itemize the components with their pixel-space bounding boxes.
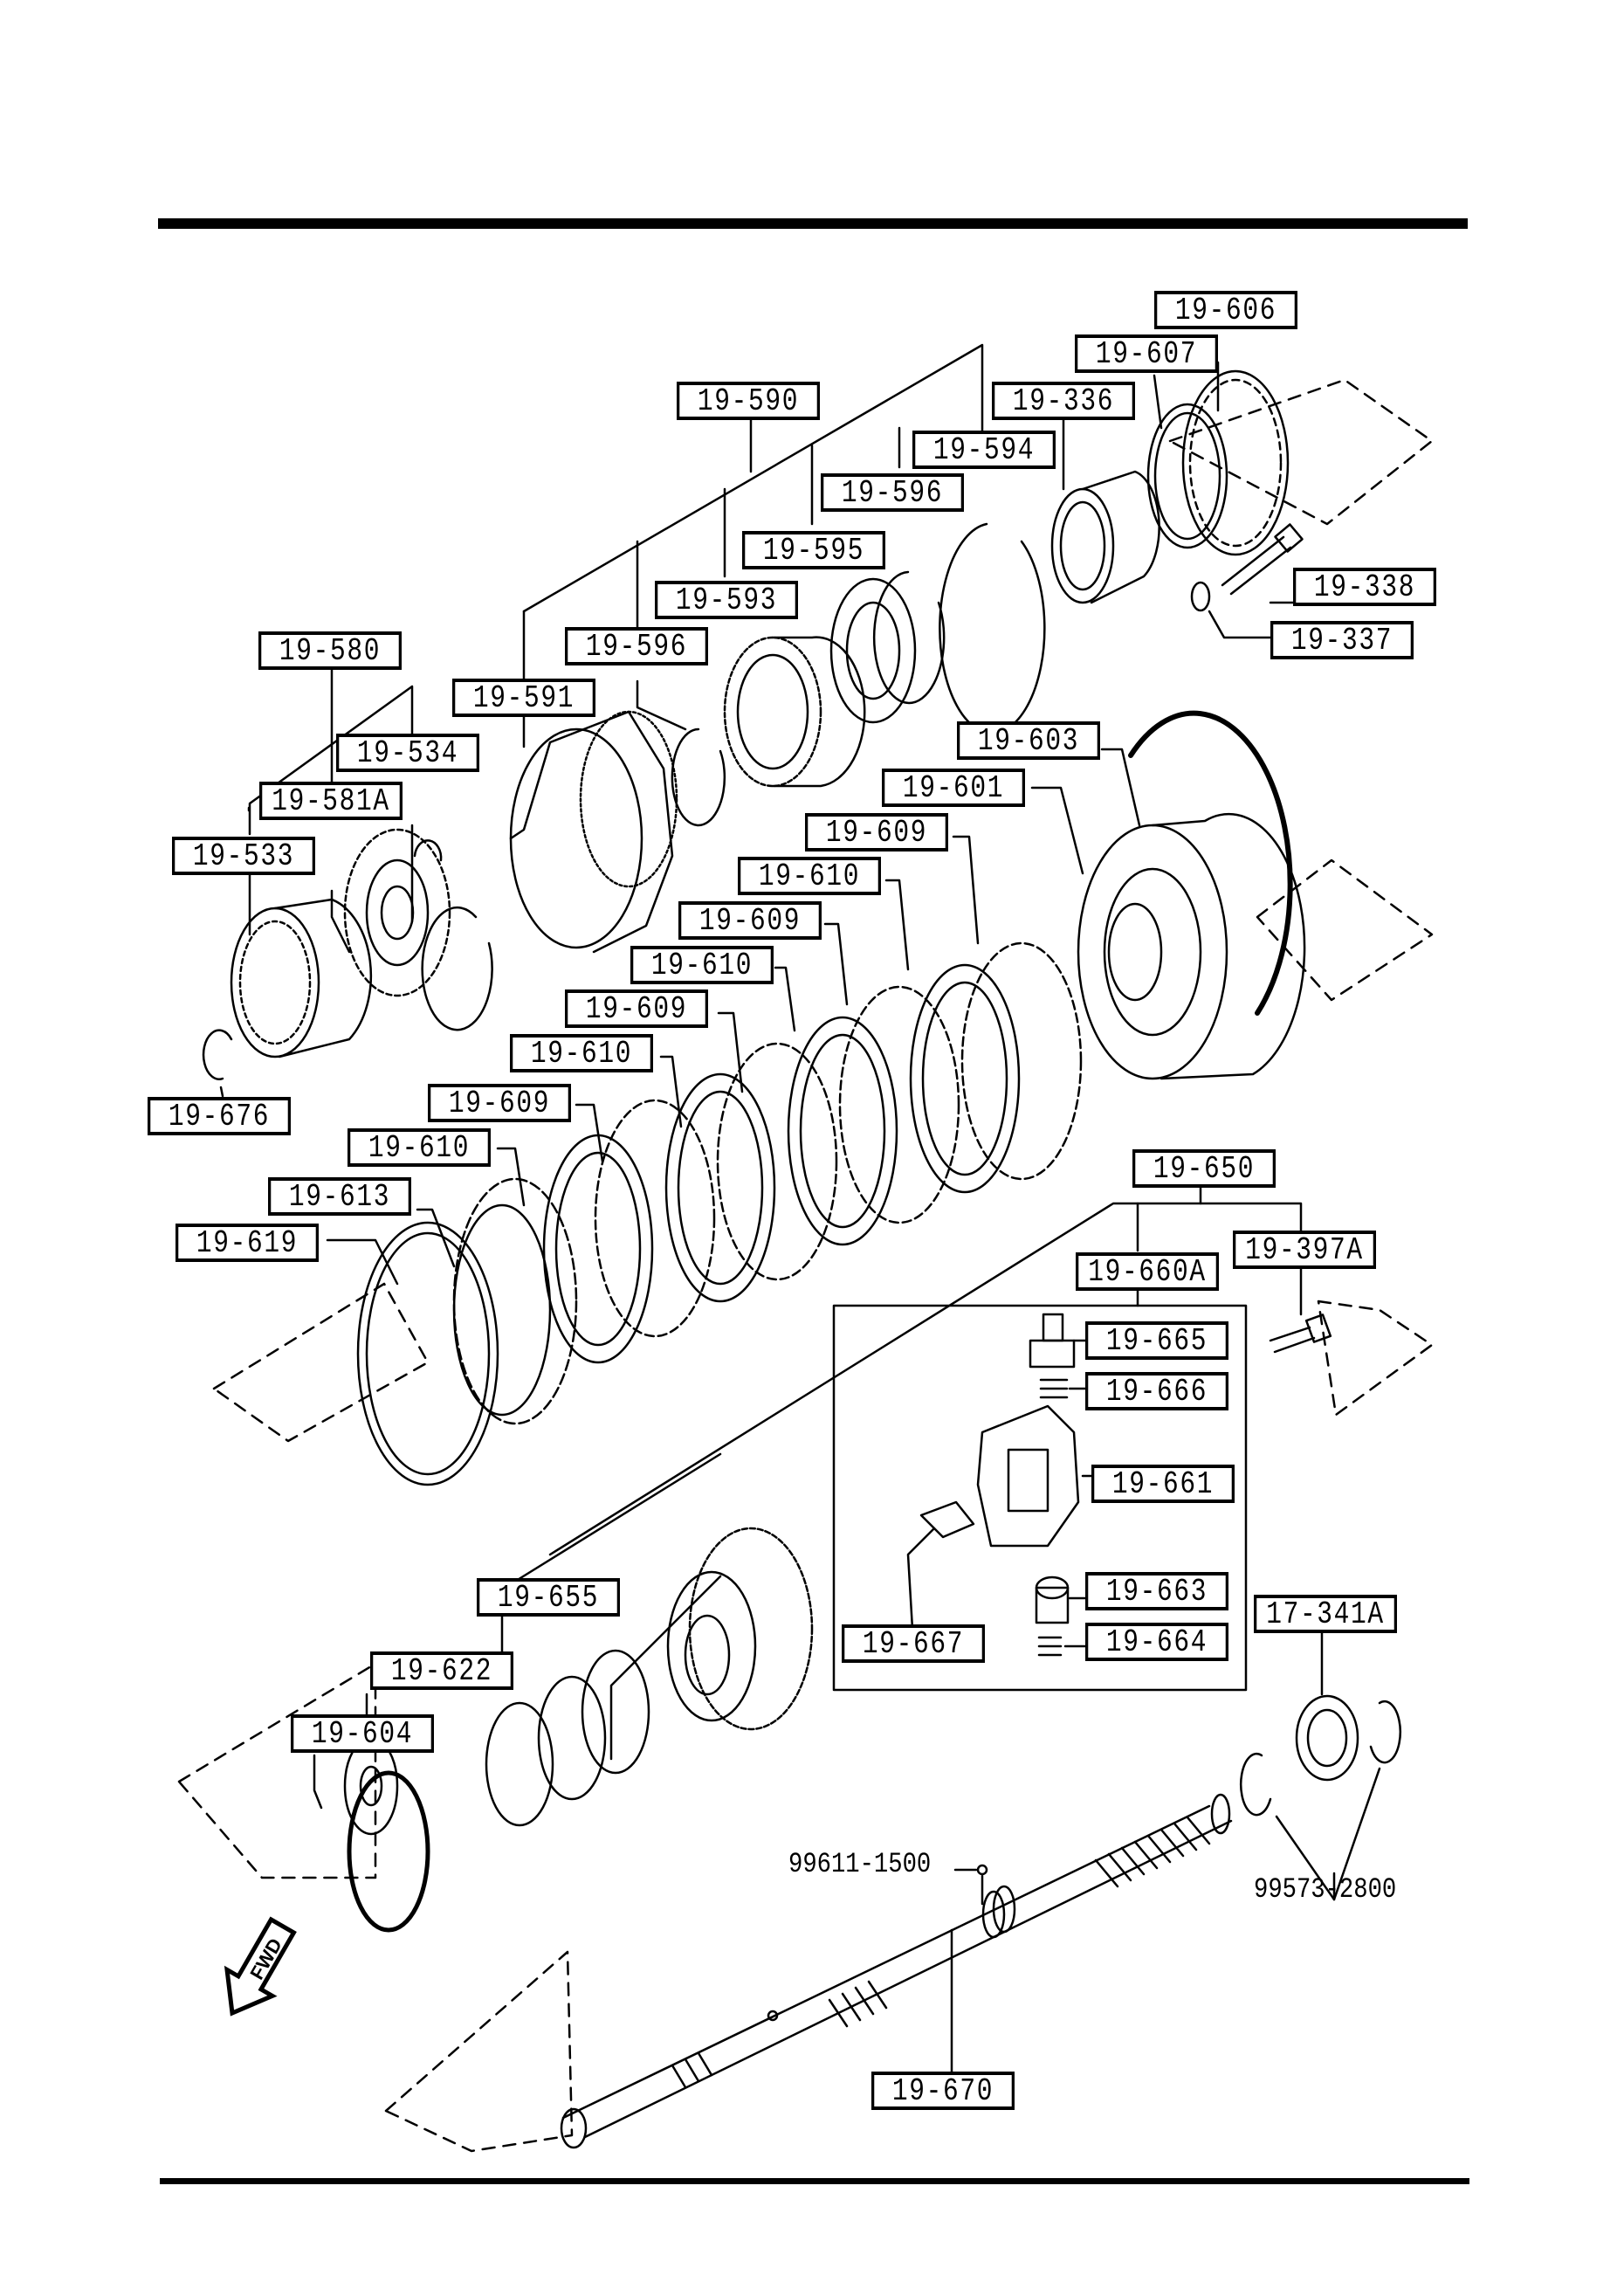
governor-assembly-19-661 xyxy=(919,1313,1080,1657)
part-label-19-606[interactable]: 19-606 xyxy=(1154,291,1297,329)
main-shaft-19-670 xyxy=(560,1793,1233,2149)
snap-ring-19-534 xyxy=(421,906,493,1031)
gear-19-655-assembly xyxy=(485,1527,814,1827)
part-label-19-603[interactable]: 19-603 xyxy=(957,721,1100,760)
part-label-19-622[interactable]: 19-622 xyxy=(370,1651,513,1690)
plate-19-609-d xyxy=(594,1099,716,1338)
part-label-19-663[interactable]: 19-663 xyxy=(1085,1572,1228,1610)
part-label-19-397a[interactable]: 19-397A xyxy=(1233,1231,1376,1269)
part-label-19-609[interactable]: 19-609 xyxy=(678,901,822,940)
seal-19-603 xyxy=(1128,710,1293,1016)
part-label-19-609[interactable]: 19-609 xyxy=(428,1084,571,1122)
ring-gear-19-533 xyxy=(230,898,373,1058)
part-label-19-661[interactable]: 19-661 xyxy=(1091,1465,1235,1503)
clip-19-676 xyxy=(202,1029,233,1080)
part-label-19-610[interactable]: 19-610 xyxy=(630,946,774,984)
part-label-19-676[interactable]: 19-676 xyxy=(148,1097,291,1135)
gear-19-581A xyxy=(343,828,451,997)
part-label-19-581a[interactable]: 19-581A xyxy=(259,782,403,820)
part-label-19-336[interactable]: 19-336 xyxy=(992,382,1135,420)
part-label-19-664[interactable]: 19-664 xyxy=(1085,1623,1228,1661)
part-label-19-590[interactable]: 19-590 xyxy=(677,382,820,420)
bottom-rule xyxy=(160,2178,1469,2184)
part-label-19-534[interactable]: 19-534 xyxy=(336,734,479,772)
part-label-19-533[interactable]: 19-533 xyxy=(172,837,315,875)
clutch-plate-stack xyxy=(356,941,1083,1486)
hub-19-593 xyxy=(723,636,866,788)
seal-ring-a xyxy=(581,1649,650,1775)
washer-19-337 xyxy=(1190,581,1211,612)
part-label-19-604[interactable]: 19-604 xyxy=(291,1714,434,1753)
bushing-19-336 xyxy=(1050,470,1160,604)
part-label-19-650[interactable]: 19-650 xyxy=(1132,1149,1276,1188)
seal-ring-c xyxy=(485,1701,554,1827)
part-label-19-596[interactable]: 19-596 xyxy=(821,473,964,512)
plate-19-610-b xyxy=(787,1016,898,1246)
part-label-19-596[interactable]: 19-596 xyxy=(565,627,708,665)
part-label-19-666[interactable]: 19-666 xyxy=(1085,1372,1228,1410)
leader-lines-19-590 xyxy=(522,343,984,687)
part-label-19-338[interactable]: 19-338 xyxy=(1293,568,1436,606)
plate-19-606 xyxy=(1181,369,1290,556)
plate-19-609-b xyxy=(838,985,960,1224)
drum-19-591 xyxy=(509,679,678,954)
snap-ring-19-604 xyxy=(347,1770,430,1933)
part-label-19-655[interactable]: 19-655 xyxy=(477,1578,620,1617)
snap-ring-19-596-lower xyxy=(671,727,726,827)
bearing-19-595 xyxy=(829,577,917,724)
part-label-19-610[interactable]: 19-610 xyxy=(348,1128,491,1167)
group-box-19-660A xyxy=(832,1304,1248,1692)
part-label-19-580[interactable]: 19-580 xyxy=(258,631,402,670)
part-label-19-665[interactable]: 19-665 xyxy=(1085,1321,1228,1360)
snap-ring-19-596-upper xyxy=(872,570,946,705)
part-label-19-670[interactable]: 19-670 xyxy=(871,2072,1015,2110)
part-label-19-594[interactable]: 19-594 xyxy=(912,431,1056,469)
sleeve-17-341A xyxy=(1239,1694,1402,1817)
top-rule xyxy=(158,218,1468,229)
part-label-19-609[interactable]: 19-609 xyxy=(565,989,708,1028)
part-label-19-667[interactable]: 19-667 xyxy=(842,1624,985,1663)
part-label-19-609[interactable]: 19-609 xyxy=(805,813,948,852)
plate-19-609-a xyxy=(960,941,1083,1181)
part-label-19-619[interactable]: 19-619 xyxy=(175,1224,319,1262)
ring-19-607 xyxy=(1146,403,1228,549)
plate-19-610-c xyxy=(664,1072,776,1303)
part-label-19-601[interactable]: 19-601 xyxy=(882,769,1025,807)
part-label-17-341a[interactable]: 17-341A xyxy=(1254,1595,1397,1633)
plate-19-610-a xyxy=(909,963,1021,1194)
piston-19-601 xyxy=(1077,812,1306,1080)
part-label-19-337[interactable]: 19-337 xyxy=(1270,621,1414,659)
snap-ring-19-594 xyxy=(939,522,1046,734)
part-number-99611-1500[interactable]: 99611-1500 xyxy=(788,1848,932,1880)
part-label-19-610[interactable]: 19-610 xyxy=(510,1034,653,1072)
fwd-arrow-icon: FWD xyxy=(224,1916,297,2017)
bolt-19-397A xyxy=(1269,1313,1332,1354)
part-label-19-613[interactable]: 19-613 xyxy=(268,1177,411,1216)
bolt-19-338 xyxy=(1221,523,1304,604)
part-label-19-660a[interactable]: 19-660A xyxy=(1076,1252,1219,1291)
snap-ring-19-619 xyxy=(356,1221,499,1486)
part-label-19-607[interactable]: 19-607 xyxy=(1075,334,1218,373)
part-label-19-595[interactable]: 19-595 xyxy=(742,531,885,569)
seal-ring-b xyxy=(537,1675,607,1801)
part-label-19-610[interactable]: 19-610 xyxy=(738,857,881,895)
part-label-19-591[interactable]: 19-591 xyxy=(452,679,595,717)
part-label-19-593[interactable]: 19-593 xyxy=(655,581,798,619)
part-number-99573-2800[interactable]: 99573-2800 xyxy=(1254,1873,1397,1906)
plate-19-609-c xyxy=(716,1042,838,1281)
